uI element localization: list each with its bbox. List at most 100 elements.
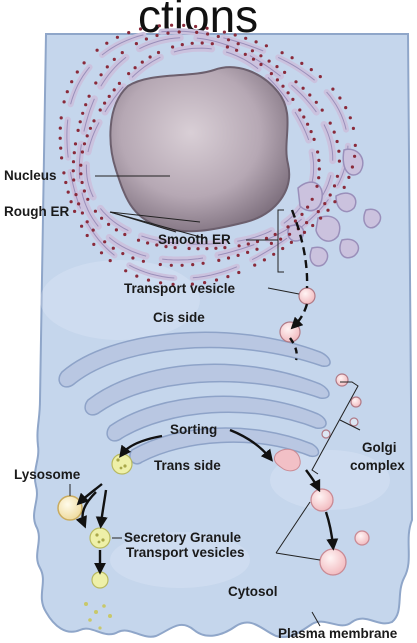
ribosome-dot (251, 49, 254, 52)
ribosome-dot (211, 42, 214, 45)
ribosome-dot (145, 37, 148, 40)
ribosome-dot (100, 73, 103, 76)
ribosome-dot (294, 80, 297, 83)
ribosome-dot (290, 241, 293, 244)
label-transport-vesicle: Transport vesicle (124, 281, 236, 296)
label-transport-vesicles: Transport vesicles (126, 545, 245, 560)
ribosome-dot (237, 271, 240, 274)
ribosome-dot (237, 254, 240, 257)
ribosome-dot (74, 193, 77, 196)
ribosome-dot (283, 71, 286, 74)
ribosome-dot (79, 120, 82, 123)
ribosome-dot (73, 151, 76, 154)
ribosome-dot (107, 223, 110, 226)
label-cytosol: Cytosol (228, 584, 278, 599)
ribosome-dot (294, 219, 297, 222)
ribosome-dot (134, 66, 137, 69)
ribosome-dot (315, 185, 318, 188)
ribosome-dot (127, 31, 130, 34)
ribosome-dot (351, 165, 354, 168)
ribosome-dot (205, 247, 208, 250)
ribosome-dot (234, 33, 237, 36)
ribosome-dot (321, 109, 324, 112)
sorting-vesicle (112, 454, 132, 474)
ribosome-dot (291, 56, 294, 59)
label-rough-er: Rough ER (4, 204, 69, 219)
ribosome-dot (201, 41, 204, 44)
ribosome-dot (79, 164, 82, 167)
ribosome-dot (92, 119, 95, 122)
ribosome-dot (270, 242, 273, 245)
ribosome-dot (81, 181, 84, 184)
ribosome-dot (237, 42, 240, 45)
ribosome-dot (181, 43, 184, 46)
ribosome-dot (94, 81, 97, 84)
ribosome-dot (103, 102, 106, 105)
ribosome-dot (255, 40, 258, 43)
ribosome-dot (60, 156, 63, 159)
ribosome-dot (349, 116, 352, 119)
ribosome-dot (226, 45, 229, 48)
ribosome-dot (227, 256, 230, 259)
label-secretory-granule: Secretory Granule (124, 530, 242, 545)
ribosome-dot (139, 27, 142, 30)
ribosome-dot (135, 275, 138, 278)
ribosome-dot (59, 137, 62, 140)
ribosome-dot (226, 275, 229, 278)
ribosome-dot (106, 65, 109, 68)
ribosome-dot (265, 44, 268, 47)
ribosome-dot (96, 49, 99, 52)
ribosome-dot (81, 211, 84, 214)
ribosome-dot (60, 116, 63, 119)
ribosome-dot (170, 264, 173, 267)
ribosome-dot (74, 142, 77, 145)
ribosome-dot (81, 150, 84, 153)
ribosome-dot (118, 82, 121, 85)
ribosome-dot (81, 112, 84, 115)
ribosome-dot (300, 213, 303, 216)
ribosome-dot (244, 37, 247, 40)
ribosome-dot (100, 217, 103, 220)
ribosome-dot (191, 263, 194, 266)
ribosome-dot (116, 36, 119, 39)
ribosome-dot (311, 224, 314, 227)
ribosome-dot (137, 239, 140, 242)
ribosome-dot (252, 58, 255, 61)
ribosome-dot (352, 127, 355, 130)
ribosome-dot (217, 259, 220, 262)
ribosome-dot (275, 65, 278, 68)
ribosome-dot (109, 259, 112, 262)
ribosome-dot (323, 202, 326, 205)
ribosome-dot (123, 233, 126, 236)
ribosome-dot (279, 238, 282, 241)
ribosome-dot (315, 101, 318, 104)
ribosome-dot (331, 88, 334, 91)
ribosome-dot (142, 260, 145, 263)
ribosome-dot (298, 108, 301, 111)
ribosome-dot (121, 252, 124, 255)
ribosome-dot (344, 106, 347, 109)
ribosome-dot (191, 42, 194, 45)
ribosome-dot (121, 51, 124, 54)
ribosome-dot (73, 210, 76, 213)
ribosome-dot (112, 247, 115, 250)
ribosome-dot (131, 256, 134, 259)
ribosome-dot (302, 115, 305, 118)
ribosome-dot (338, 160, 341, 163)
ribosome-dot (255, 248, 258, 251)
ribosome-dot (318, 167, 321, 170)
exocytosis-vesicle (92, 572, 108, 588)
ribosome-dot (347, 176, 350, 179)
ribosome-dot (317, 210, 320, 213)
ribosome-dot (67, 191, 70, 194)
ribosome-dot (206, 32, 209, 35)
lysosome (58, 496, 82, 520)
ribosome-dot (281, 247, 284, 250)
ribosome-dot (281, 51, 284, 54)
label-cis-side: Cis side (153, 310, 205, 325)
ribosome-dot (287, 91, 290, 94)
ribosome-dot (103, 240, 106, 243)
ribosome-dot (338, 96, 341, 99)
ribosome-dot (178, 30, 181, 33)
